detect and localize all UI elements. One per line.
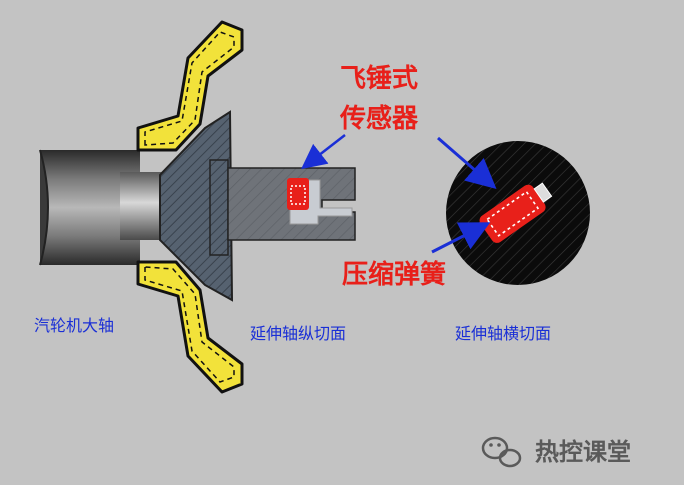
sensor-label-line1: 飞锤式: [340, 64, 419, 94]
watermark-text: 热控课堂: [535, 438, 631, 466]
spring-label: 压缩弹簧: [342, 260, 447, 290]
bearing-housing: [136, 20, 244, 394]
turbine-shaft-label: 汽轮机大轴: [34, 316, 115, 335]
turbine-shaft: [39, 149, 165, 266]
shaft-hub: [159, 110, 234, 302]
extension-shaft-longitudinal: [227, 167, 356, 241]
sensor-arrow: [301, 134, 497, 189]
flyweight-sensor-cross: [479, 182, 553, 243]
longitudinal-section-label: 延伸轴纵切面: [250, 324, 347, 343]
spring-arrow: [431, 222, 491, 254]
cross-section-label: 延伸轴横切面: [455, 324, 552, 343]
wechat-icon: [481, 436, 522, 468]
flyweight-sensor-longitudinal: [287, 178, 309, 210]
sensor-label-line2: 传感器: [340, 104, 419, 134]
